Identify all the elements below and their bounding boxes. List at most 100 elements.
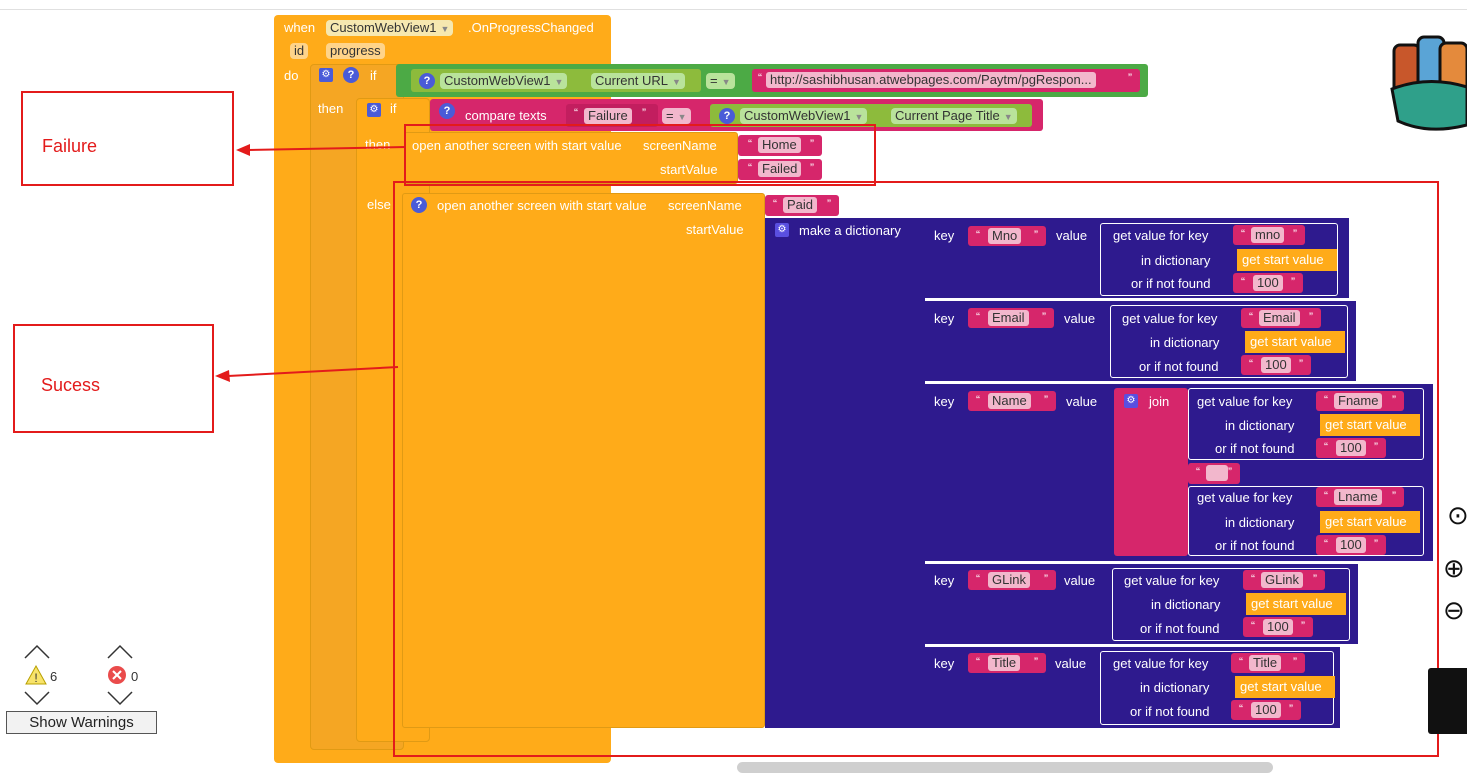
lookup-mno-string[interactable]: “mno” — [1233, 225, 1305, 245]
error-count: 0 — [131, 669, 139, 684]
lookup-email-string[interactable]: “Email” — [1241, 308, 1321, 328]
warning-down-icon[interactable] — [24, 690, 50, 706]
event-name: .OnProgressChanged — [468, 20, 594, 35]
zoom-in-icon[interactable]: ⊕ — [1443, 553, 1465, 583]
lookup-fname-string[interactable]: “Fname” — [1316, 391, 1404, 411]
inner-if-gear-icon[interactable]: ⚙ — [367, 103, 381, 117]
get-start-value-glink[interactable]: get start value — [1246, 593, 1346, 615]
open-paid-screen-label: screenName — [668, 198, 742, 213]
open-paid-start-label: startValue — [686, 222, 744, 237]
join-gear-icon[interactable]: ⚙ — [1124, 394, 1138, 408]
open-paid-block[interactable] — [402, 193, 765, 728]
open-failed-start-label: startValue — [660, 162, 718, 177]
compare-help-icon[interactable]: ? — [439, 103, 455, 119]
open-paid-help-icon[interactable]: ? — [411, 197, 427, 213]
dict-gear-icon[interactable]: ⚙ — [775, 223, 789, 237]
horizontal-scrollbar[interactable] — [737, 762, 1273, 773]
title-component-dropdown[interactable]: CustomWebView1▼ — [740, 108, 868, 124]
top-divider — [0, 9, 1467, 10]
url-value[interactable]: http://sashibhusan.atwebpages.com/Paytm/… — [766, 72, 1096, 88]
compare-label: compare texts — [465, 108, 547, 123]
url-property-dropdown[interactable]: Current URL▼ — [591, 73, 685, 89]
open-failed-screen-label: screenName — [643, 138, 717, 153]
failure-text-value[interactable]: Failure — [584, 108, 632, 124]
open-failed-block[interactable] — [404, 132, 738, 184]
get-start-value-title[interactable]: get start value — [1235, 676, 1335, 698]
home-value[interactable]: Home — [758, 137, 801, 153]
when-label: when — [284, 20, 316, 35]
default-glink-string[interactable]: “100” — [1243, 617, 1313, 637]
inner-else-label: else — [367, 197, 391, 212]
join-block[interactable] — [1114, 388, 1188, 556]
title-property-dropdown[interactable]: Current Page Title▼ — [891, 108, 1017, 124]
error-up-icon[interactable] — [107, 644, 133, 660]
url-component-dropdown[interactable]: CustomWebView1▼ — [440, 73, 568, 89]
success-note: Sucess — [41, 375, 101, 395]
default-email-string[interactable]: “100” — [1241, 355, 1311, 375]
svg-text:!: ! — [34, 671, 37, 685]
url-operator-dropdown[interactable]: =▼ — [706, 73, 735, 89]
paid-string-block[interactable]: “ Paid ” — [765, 195, 839, 216]
lookup-title-string[interactable]: “Title” — [1231, 653, 1305, 673]
recenter-icon[interactable]: ⊙ — [1447, 500, 1467, 530]
failure-highlight-box — [404, 124, 876, 186]
component-dropdown[interactable]: CustomWebView1▼ — [326, 20, 454, 36]
success-note-box — [13, 324, 214, 433]
lookup-lname-string[interactable]: “Lname” — [1316, 487, 1404, 507]
url-help-icon[interactable]: ? — [419, 73, 435, 89]
lookup-glink-string[interactable]: “GLink” — [1243, 570, 1325, 590]
compare-operator-dropdown[interactable]: =▼ — [662, 108, 691, 124]
pair-key-label: key — [934, 228, 955, 243]
zoom-out-icon[interactable]: ⊖ — [1443, 595, 1465, 625]
default-fname-string[interactable]: “100” — [1316, 438, 1386, 458]
failure-arrow — [247, 146, 407, 151]
open-failed-label: open another screen with start value — [412, 138, 622, 153]
do-label: do — [284, 68, 299, 83]
success-arrow — [227, 366, 399, 377]
default-title-string[interactable]: “100” — [1231, 700, 1301, 720]
get-start-value-fname[interactable]: get start value — [1320, 414, 1420, 436]
paid-value[interactable]: Paid — [783, 197, 818, 213]
open-paid-label: open another screen with start value — [437, 198, 647, 213]
dict-label: make a dictionary — [799, 223, 901, 238]
key-email-block[interactable]: “Email” — [968, 308, 1054, 328]
make-dictionary-block[interactable] — [765, 218, 925, 728]
title-help-icon[interactable]: ? — [719, 108, 735, 124]
failure-note: Failure — [42, 136, 98, 156]
warning-count: 6 — [50, 669, 58, 684]
url-string-block[interactable]: “ http://sashibhusan.atwebpages.com/Payt… — [752, 69, 1140, 92]
key-mno-block[interactable]: “Mno” — [968, 226, 1046, 246]
failure-arrow-head — [236, 144, 250, 156]
outer-if-label: if — [370, 68, 377, 83]
inner-if-label: if — [390, 101, 397, 116]
failure-string-block[interactable]: “ Failure ” — [566, 104, 658, 127]
key-title-block[interactable]: “Title” — [968, 653, 1046, 673]
space-string-block[interactable]: “ ” — [1188, 463, 1240, 484]
error-icon — [108, 666, 126, 684]
outer-if-gear-icon[interactable]: ⚙ — [319, 68, 333, 82]
warning-icon: ! — [25, 665, 47, 685]
failed-value[interactable]: Failed — [758, 161, 802, 177]
outer-then-label: then — [318, 101, 344, 116]
get-start-value-lname[interactable]: get start value — [1320, 511, 1420, 533]
get-start-value-email[interactable]: get start value — [1245, 331, 1345, 353]
get-start-value-mno[interactable]: get start value — [1237, 249, 1337, 271]
key-name-block[interactable]: “Name” — [968, 391, 1056, 411]
param-id[interactable]: id — [290, 43, 309, 59]
trash-icon[interactable] — [1428, 668, 1467, 734]
key-glink-block[interactable]: “GLink” — [968, 570, 1056, 590]
failure-note-box — [21, 91, 234, 186]
show-warnings-button[interactable]: Show Warnings — [6, 711, 157, 734]
default-lname-string[interactable]: “100” — [1316, 535, 1386, 555]
backpack-icon — [1390, 35, 1467, 131]
warning-up-icon[interactable] — [24, 644, 50, 660]
outer-if-help-icon[interactable]: ? — [343, 67, 359, 83]
success-arrow-head — [215, 370, 230, 382]
default-mno-string[interactable]: “100” — [1233, 273, 1303, 293]
error-down-icon[interactable] — [107, 690, 133, 706]
failed-string-block[interactable]: “ Failed ” — [738, 159, 822, 180]
param-progress[interactable]: progress — [326, 43, 385, 59]
home-string-block[interactable]: “ Home ” — [738, 135, 822, 156]
success-highlight-box — [393, 181, 1439, 757]
